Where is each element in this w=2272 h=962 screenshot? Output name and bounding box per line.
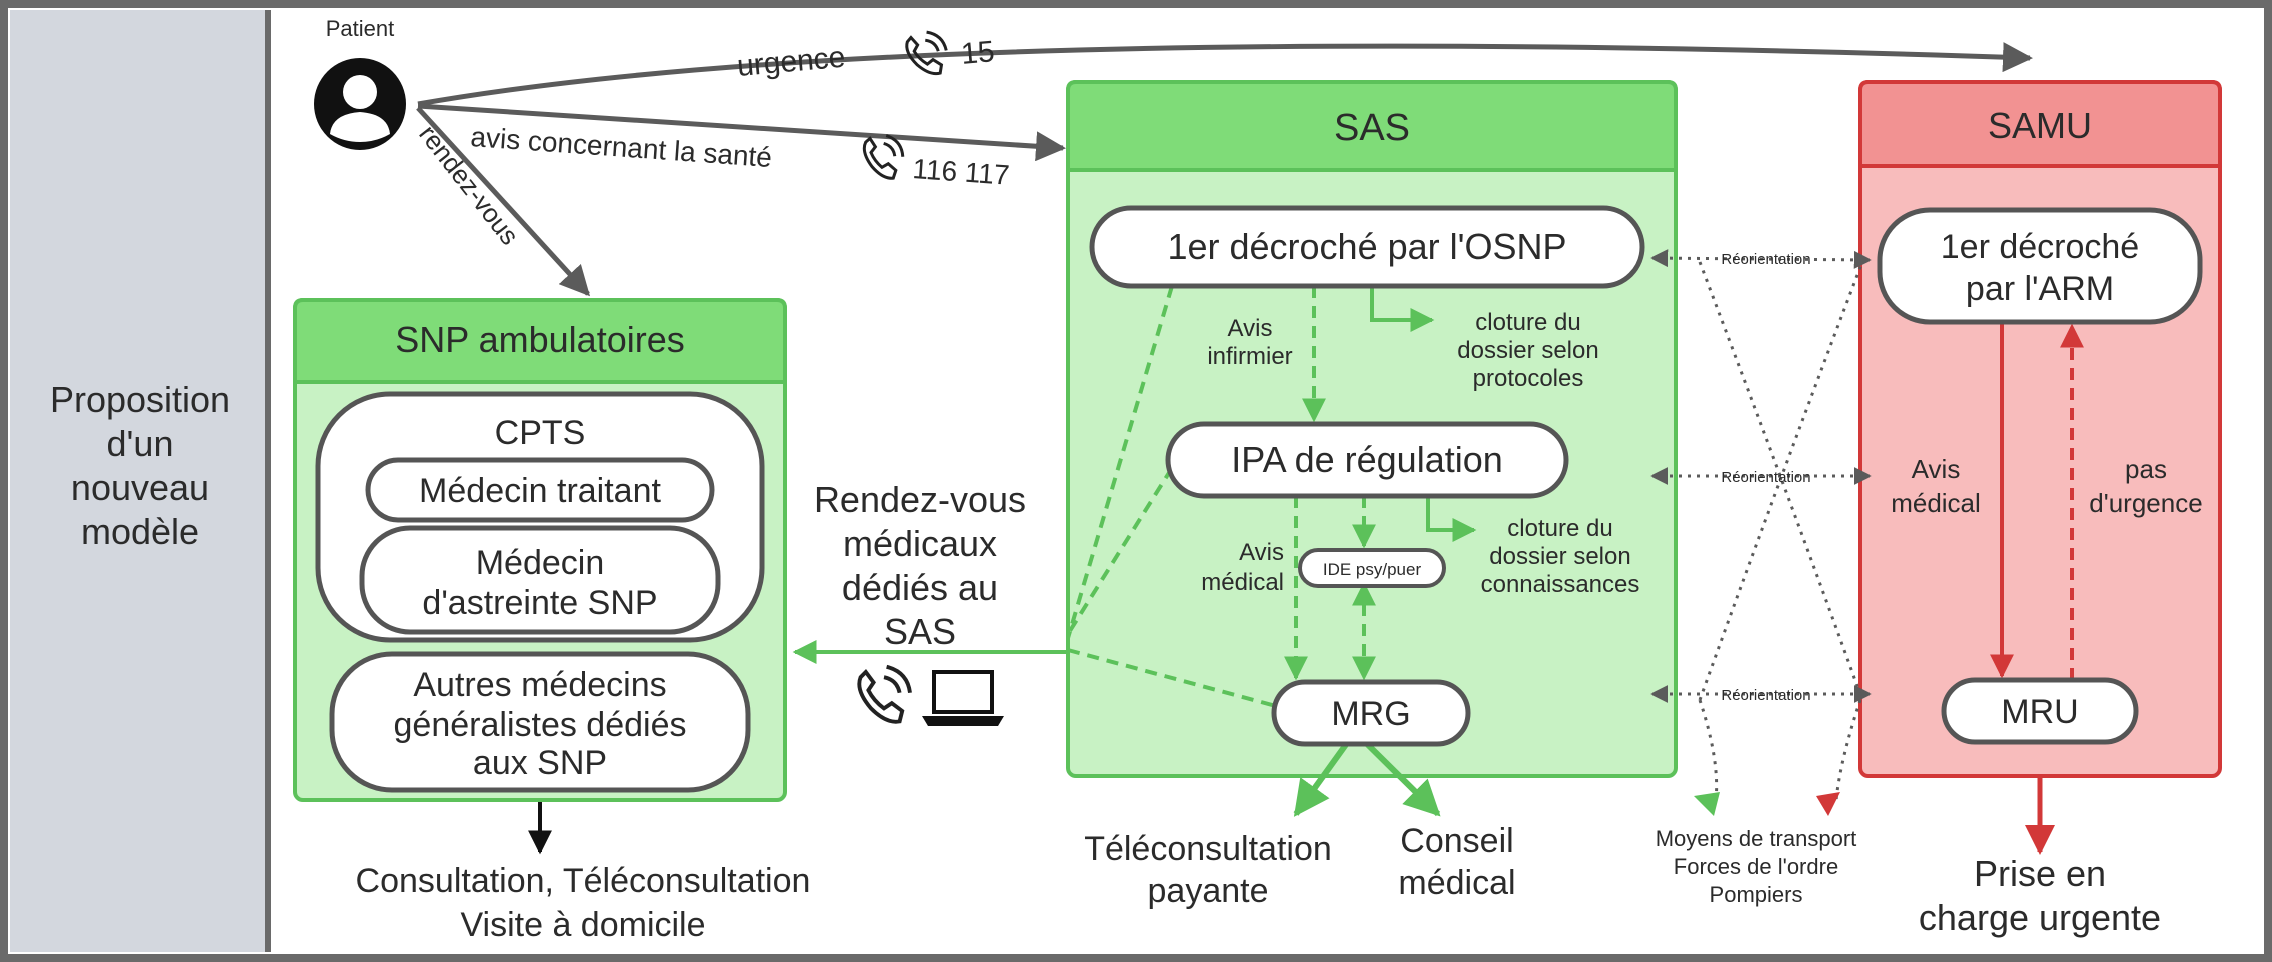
svg-text:d'un: d'un [107,423,174,464]
side-band [10,10,268,952]
svg-text:d'urgence: d'urgence [2089,488,2202,518]
avis-medical-samu-label: Avis médical [1891,454,1981,518]
cloture-connaissances-label: cloture du dossier selon connaissances [1481,515,1640,598]
svg-text:Médecin: Médecin [476,544,605,582]
patient-icon [314,58,406,150]
arrow-avis [417,103,1066,162]
svg-text:Proposition: Proposition [50,379,230,420]
rdv-label: Rendez-vous médicaux dédiés au SAS [814,479,1026,652]
svg-text:dédiés au: dédiés au [842,567,998,608]
avis-medical-sas-label: Avis médical [1201,539,1284,596]
samu-title: SAMU [1988,105,2092,146]
svg-text:aux SNP: aux SNP [473,744,607,782]
svg-text:Prise en: Prise en [1974,853,2106,894]
phone-icon-urgence [905,30,948,76]
reorientation-label-1: Réorientation [1721,251,1810,268]
node-osnp: 1er décroché par l'OSNP [1089,205,1645,289]
svg-text:cloture du: cloture du [1507,515,1612,542]
svg-text:médical: médical [1201,569,1284,596]
cpts-label: CPTS [495,414,586,452]
samu-connectors [1990,322,2084,855]
node-autres-medecins: Autres médecins généralistes dédiés aux … [329,651,751,793]
reorientation-label-2: Réorientation [1721,469,1810,486]
samu-box: SAMU [1858,80,2222,778]
svg-text:SAS: SAS [884,611,956,652]
svg-text:Médecin traitant: Médecin traitant [419,472,661,510]
svg-text:dossier selon: dossier selon [1457,337,1598,364]
svg-text:Avis: Avis [1912,454,1961,484]
teleconsultation-label: Téléconsultation payante [1084,830,1332,910]
svg-text:médical: médical [1891,488,1981,518]
conseil-label: Conseil médical [1398,822,1515,902]
node-mrg: MRG [1271,679,1471,747]
green-arrowhead-moyens [1694,792,1720,816]
svg-text:d'astreinte SNP: d'astreinte SNP [422,584,657,622]
patient-label: Patient [326,16,395,41]
svg-text:IPA de régulation: IPA de régulation [1231,439,1503,480]
svg-text:Autres médecins: Autres médecins [413,666,666,704]
consultation-label: Consultation, Téléconsultation Visite à … [356,862,811,944]
prise-en-charge-label: Prise en charge urgente [1919,853,2161,938]
svg-text:Avis: Avis [1228,315,1273,342]
svg-text:1er décroché: 1er décroché [1941,228,2139,266]
side-label: Proposition d'un nouveau modèle [50,379,230,552]
red-arrowhead-moyens [1816,792,1840,816]
svg-text:payante: payante [1148,872,1269,910]
avis-number: 116 117 [912,153,1011,191]
node-medecin-astreinte: Médecin d'astreinte SNP [359,525,721,635]
cloture-protocoles-label: cloture du dossier selon protocoles [1457,309,1598,392]
node-medecin-traitant: Médecin traitant [365,457,715,523]
node-mru: MRU [1941,677,2139,745]
node-ipa: IPA de régulation [1165,421,1569,499]
svg-text:Pompiers: Pompiers [1710,882,1803,907]
svg-text:IDE psy/puer: IDE psy/puer [1323,560,1422,579]
arrow-urgence [417,42,2033,107]
svg-text:cloture du: cloture du [1475,309,1580,336]
svg-text:nouveau: nouveau [71,467,209,508]
svg-text:Moyens de transport: Moyens de transport [1656,826,1857,851]
node-ide: IDE psy/puer [1298,548,1446,588]
reorientation-links [1650,249,1872,801]
svg-text:charge urgente: charge urgente [1919,897,2161,938]
svg-text:infirmier: infirmier [1207,343,1292,370]
svg-text:MRU: MRU [2001,693,2078,731]
sas-title: SAS [1334,107,1410,149]
svg-text:par l'ARM: par l'ARM [1966,270,2114,308]
svg-text:Consultation, Téléconsultation: Consultation, Téléconsultation [356,862,811,900]
svg-text:MRG: MRG [1331,695,1410,733]
svg-text:Visite à domicile: Visite à domicile [460,906,705,944]
svg-text:généralistes dédiés: généralistes dédiés [394,706,687,744]
arrow-rendezvous [416,106,591,297]
svg-text:connaissances: connaissances [1481,571,1640,598]
svg-text:médical: médical [1398,864,1515,902]
svg-text:dossier selon: dossier selon [1489,543,1630,570]
svg-text:Téléconsultation: Téléconsultation [1084,830,1332,868]
phone-icon-rdv [857,664,912,724]
svg-text:1er décroché par l'OSNP: 1er décroché par l'OSNP [1167,226,1566,267]
reorientation-label-3: Réorientation [1721,687,1810,704]
node-arm: 1er décroché par l'ARM [1877,207,2203,325]
svg-text:Conseil: Conseil [1400,822,1513,860]
snp-title: SNP ambulatoires [395,319,684,360]
laptop-icon [922,670,1004,726]
avis-infirmier-label: Avis infirmier [1207,315,1292,370]
svg-text:Avis: Avis [1239,539,1284,566]
svg-text:pas: pas [2125,454,2167,484]
urgence-number: 15 [960,35,996,71]
moyens-label: Moyens de transport Forces de l'ordre Po… [1656,826,1857,907]
svg-text:protocoles: protocoles [1473,365,1584,392]
phone-icon-avis [862,134,905,180]
pas-urgence-label: pas d'urgence [2089,454,2202,518]
svg-text:modèle: modèle [81,511,199,552]
svg-text:médicaux: médicaux [843,523,997,564]
svg-text:Forces de l'ordre: Forces de l'ordre [1674,854,1838,879]
svg-text:Rendez-vous: Rendez-vous [814,479,1026,520]
